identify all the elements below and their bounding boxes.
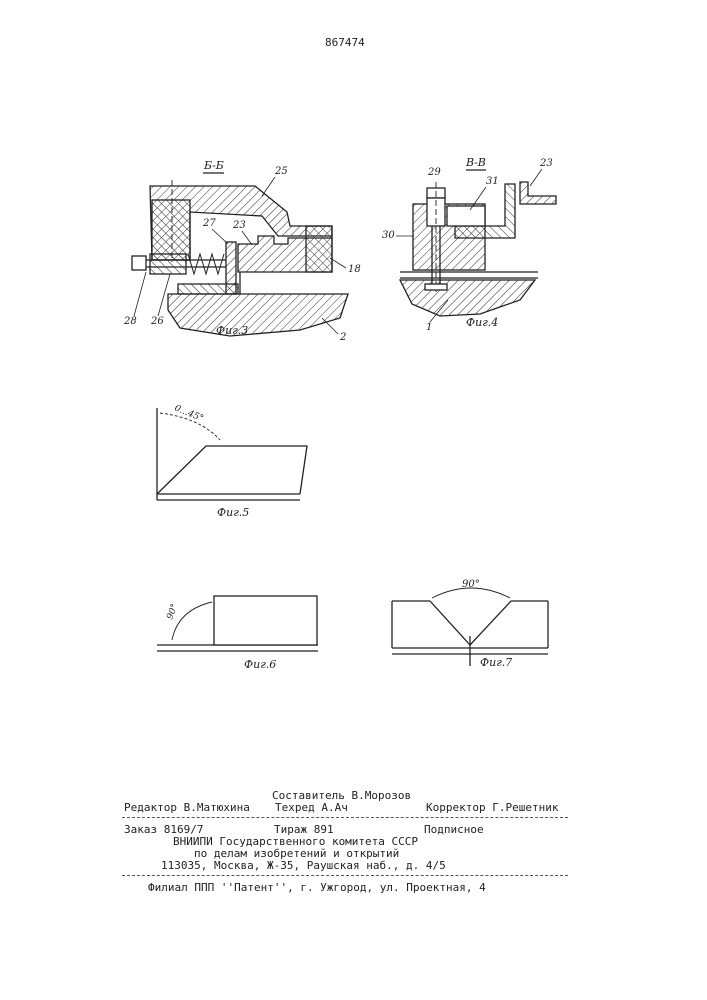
techred: Техред А.Ач (275, 801, 348, 814)
fig4-label-29: 29 (427, 167, 441, 178)
fig6-angle: 90° (165, 603, 180, 621)
fig7-caption: Фиг.7 (480, 656, 512, 669)
subscription: Подписное (424, 823, 484, 836)
fig3-part-2 (168, 294, 348, 336)
branch: Филиал ППП ''Патент'', г. Ужгород, ул. П… (148, 881, 486, 894)
figure-4: В-В (400, 156, 556, 316)
fig7-angle: 90° (462, 579, 480, 590)
fig4-label-30: 30 (382, 230, 395, 241)
fig5-caption: Фиг.5 (217, 506, 249, 519)
divider-2 (122, 875, 568, 876)
fig4-label-31: 31 (486, 176, 499, 187)
fig6-caption: Фиг.6 (244, 658, 276, 671)
fig4-label-1: 1 (426, 322, 432, 333)
fig5-angle: 0...45° (173, 404, 205, 425)
fig4-label-23: 23 (539, 158, 553, 169)
fig3-caption: Фиг.3 (216, 324, 248, 337)
fig4-section-label: В-В (465, 156, 486, 169)
address: 113035, Москва, Ж-35, Раушская наб., д. … (161, 859, 446, 872)
fig4-caption: Фиг.4 (466, 316, 498, 329)
fig3-label-27: 27 (202, 218, 216, 229)
divider-1 (122, 817, 568, 818)
editor: Редактор В.Матюхина (124, 801, 250, 814)
figure-5 (157, 408, 307, 500)
fig3-label-28: 28 (123, 316, 137, 327)
fig3-label-2: 2 (339, 332, 346, 343)
fig3-label-23: 23 (232, 220, 246, 231)
fig3-section-label: Б-Б (203, 159, 224, 172)
fig4-part-23 (520, 182, 556, 204)
fig3-label-26: 26 (150, 316, 164, 327)
fig3-label-18: 18 (348, 264, 361, 275)
figure-3: Б-Б (132, 159, 348, 336)
figure-6 (157, 596, 318, 651)
fig3-label-25: 25 (274, 166, 288, 177)
drawings: Б-Б 25 27 (0, 0, 707, 700)
corrector: Корректор Г.Решетник (426, 801, 558, 814)
fig4-part-1 (400, 280, 535, 316)
figure-7 (392, 588, 548, 666)
